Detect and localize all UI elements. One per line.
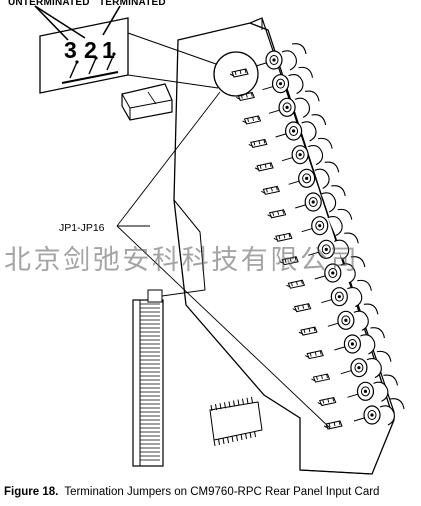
edge-connector — [132, 289, 164, 467]
termination-jumper — [248, 138, 268, 148]
bnc-connector — [340, 350, 392, 379]
termination-jumper — [236, 91, 255, 102]
bnc-connector — [308, 232, 359, 260]
jumper-shunt — [121, 83, 173, 121]
termination-jumper — [286, 279, 306, 289]
label-unterminated: UNTERMINATED — [8, 0, 90, 8]
bnc-connector — [327, 303, 379, 331]
termination-jumper — [242, 115, 262, 125]
watermark-text: 北京剑弛安科科技有限公司 — [4, 245, 360, 276]
label-jumpers: JP1-JP16 — [59, 222, 105, 234]
termination-jumper — [323, 420, 343, 430]
jumper-pins — [61, 52, 119, 84]
termination-jumper — [292, 303, 312, 313]
termination-jumper — [254, 162, 274, 172]
bnc-connector — [275, 114, 327, 142]
caption-text: Termination Jumpers on CM9760-RPC Rear P… — [64, 486, 380, 498]
pin-number-1: 1 — [102, 37, 115, 63]
jumper-detail-inset — [34, 5, 173, 121]
bnc-connector — [288, 161, 340, 189]
termination-jumper — [229, 68, 249, 78]
termination-jumper — [273, 232, 293, 242]
bnc-connector — [255, 43, 307, 71]
termination-jumper — [317, 396, 337, 407]
figure-caption: Figure 18. Termination Jumpers on CM9760-… — [4, 486, 379, 498]
termination-jumper — [261, 185, 281, 195]
pin-number-2: 2 — [84, 37, 97, 63]
termination-jumper — [304, 350, 324, 360]
diagram-drawing — [34, 5, 405, 475]
bnc-connector — [347, 374, 399, 402]
termination-jumper — [267, 209, 287, 219]
bnc-connector — [314, 256, 366, 284]
bnc-connector — [268, 90, 320, 118]
termination-jumper — [311, 373, 331, 383]
bnc-connector — [281, 137, 333, 166]
bnc-connector — [334, 327, 385, 355]
pin-number-3: 3 — [64, 37, 77, 63]
magnifier-circle — [213, 51, 259, 97]
bnc-connector — [301, 208, 353, 237]
termination-jumper-diagram: UNTERMINATED TERMINATED 3 2 1 JP1-JP16 北… — [4, 0, 405, 475]
bnc-connector — [295, 185, 346, 213]
label-terminated: TERMINATED — [99, 0, 166, 8]
bnc-connector — [321, 279, 372, 308]
bnc-connector — [262, 66, 314, 95]
termination-jumper — [298, 326, 318, 336]
termination-jumper — [279, 256, 299, 266]
ic-chip — [209, 396, 263, 447]
bnc-connector — [353, 398, 405, 426]
caption-number: Figure 18. — [4, 486, 59, 498]
